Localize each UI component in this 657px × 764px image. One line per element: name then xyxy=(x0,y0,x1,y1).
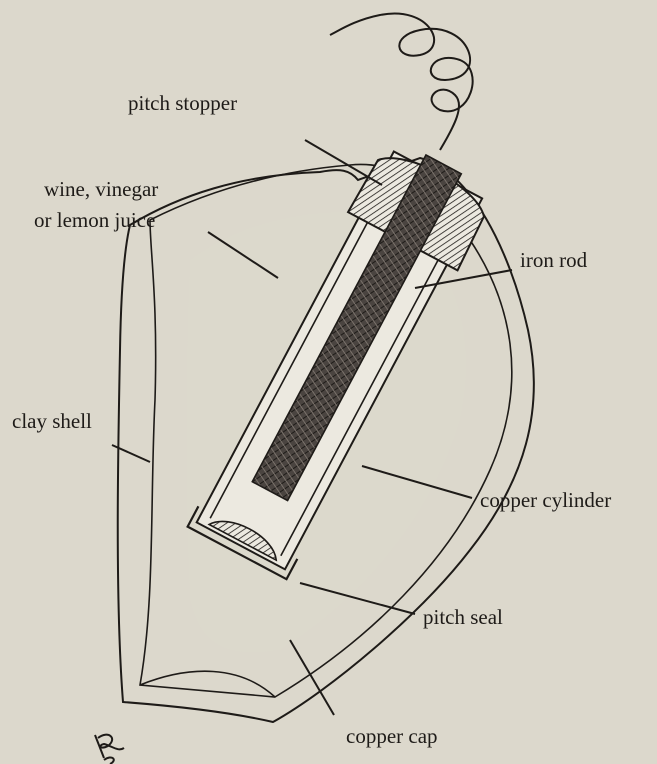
clay-shell-bottom xyxy=(140,671,275,697)
label-wine-line2: or lemon juice xyxy=(34,208,155,232)
wire-coil xyxy=(330,13,473,150)
label-pitch-seal: pitch seal xyxy=(423,605,503,629)
label-pitch-stopper: pitch stopper xyxy=(128,91,237,115)
pitch-stopper-leader xyxy=(305,140,382,185)
label-copper-cylinder: copper cylinder xyxy=(480,488,611,512)
label-iron-rod: iron rod xyxy=(520,248,588,272)
label-wine-line1: wine, vinegar xyxy=(44,177,158,201)
artist-monogram xyxy=(95,735,124,764)
label-clay-shell: clay shell xyxy=(12,409,92,433)
copper-cap-leader xyxy=(290,640,334,715)
label-copper-cap: copper cap xyxy=(346,724,438,748)
